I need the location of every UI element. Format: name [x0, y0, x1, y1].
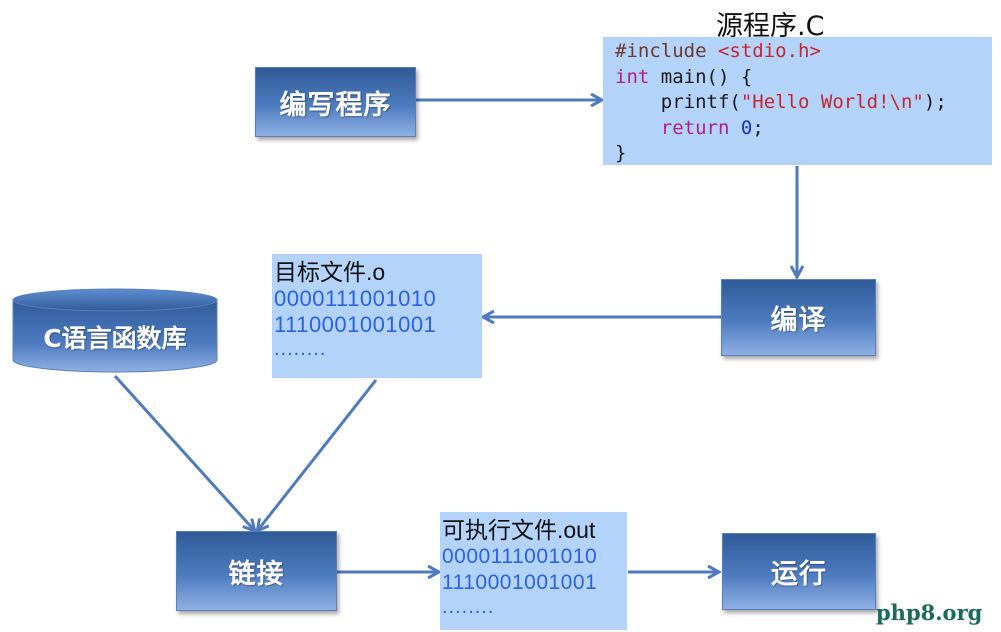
code-token: } [615, 142, 627, 164]
code-token: int [615, 65, 650, 88]
node-write-program: 编写程序 [255, 67, 416, 137]
code-line: printf("Hello World!\n"); [615, 90, 992, 116]
node-compile: 编译 [721, 279, 876, 356]
code-token: ; [752, 116, 764, 139]
object-file-panel: 目标文件.o 0000111001010 1110001001001 .....… [272, 254, 482, 378]
executable-binary-line: 1110001001001 [442, 571, 598, 594]
node-run: 运行 [722, 533, 876, 610]
node-write-program-label: 编写程序 [279, 89, 392, 121]
code-line: #include <stdio.h> [615, 39, 992, 65]
object-file-ellipsis: ........ [274, 338, 327, 360]
watermark: php8.org [876, 600, 983, 625]
code-token: main() { [649, 65, 753, 88]
code-token: #include [615, 40, 718, 62]
code-token: "Hello World!\n" [740, 91, 924, 113]
code-token: <stdio.h> [717, 40, 821, 62]
node-link-label: 链接 [228, 558, 285, 590]
executable-file-title: 可执行文件.out [442, 517, 596, 543]
node-library-label: C语言函数库 [43, 324, 187, 353]
executable-file-panel: 可执行文件.out 0000111001010 1110001001001 ..… [440, 512, 627, 630]
source-file-label: 源程序.C [716, 11, 825, 42]
node-run-label: 运行 [771, 559, 827, 590]
code-token [729, 117, 740, 139]
code-token: ); [923, 91, 947, 113]
object-file-binary-line: 0000111001010 [274, 286, 437, 311]
object-file-binary-line: 1110001001001 [274, 312, 437, 337]
source-code-panel: #include <stdio.h>int main() { printf("H… [603, 37, 992, 165]
code-line: int main() { [615, 65, 992, 91]
code-line: return 0; [615, 116, 992, 142]
executable-ellipsis: ........ [442, 596, 495, 618]
node-compile-label: 编译 [770, 305, 827, 336]
code-token: printf( [615, 91, 741, 113]
edge-object-to-link [258, 379, 378, 530]
code-token: return [660, 116, 730, 139]
node-link: 链接 [176, 531, 337, 611]
code-token [615, 117, 661, 139]
edge-library-to-link [113, 374, 254, 530]
library-database-icon [12, 288, 218, 373]
executable-binary-line: 0000111001010 [442, 545, 598, 568]
object-file-title: 目标文件.o [274, 259, 386, 285]
code-line: } [615, 141, 992, 167]
code-token: 0 [740, 116, 753, 139]
